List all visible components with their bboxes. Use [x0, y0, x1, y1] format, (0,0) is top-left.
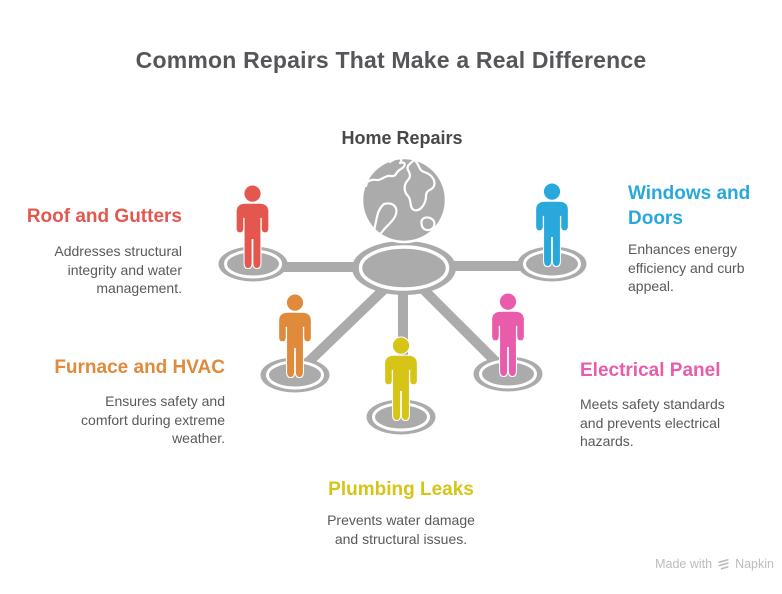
globe-icon — [360, 156, 448, 244]
spoke-roof-description: Addresses structural integrity and water… — [54, 243, 182, 296]
watermark-prefix: Made with — [655, 557, 713, 571]
spoke-block-roof: Roof and Gutters Addresses structural in… — [10, 204, 182, 298]
spoke-block-furnace: Furnace and HVAC Ensures safety and comf… — [30, 355, 225, 448]
page-title: Common Repairs That Make a Real Differen… — [135, 47, 647, 73]
spoke-block-electrical: Electrical Panel Meets safety standards … — [580, 358, 750, 451]
spoke-roof-label: Roof and Gutters — [26, 206, 182, 227]
napkin-logo-icon — [718, 558, 729, 570]
spoke-block-windows: Windows and Doors Enhances energy effici… — [628, 181, 768, 296]
spoke-electrical-description: Meets safety standards and prevents elec… — [580, 396, 725, 449]
hub-pedestal — [352, 241, 456, 295]
spoke-plumbing-description: Prevents water damage and structural iss… — [327, 512, 475, 547]
spoke-block-plumbing: Plumbing Leaks Prevents water damage and… — [321, 477, 481, 548]
spoke-plumbing-label: Plumbing Leaks — [328, 479, 474, 500]
spoke-furnace-description: Ensures safety and comfort during extrem… — [81, 393, 225, 446]
spoke-windows-description: Enhances energy efficiency and curb appe… — [628, 241, 745, 294]
watermark-brand: Napkin — [735, 557, 774, 571]
hub-label: Home Repairs — [341, 128, 463, 148]
spoke-furnace-label: Furnace and HVAC — [54, 357, 225, 378]
spoke-windows-label: Windows and Doors — [628, 183, 751, 229]
napkin-watermark-link[interactable]: Made with Napkin — [655, 557, 774, 571]
spoke-electrical-label: Electrical Panel — [580, 360, 721, 381]
